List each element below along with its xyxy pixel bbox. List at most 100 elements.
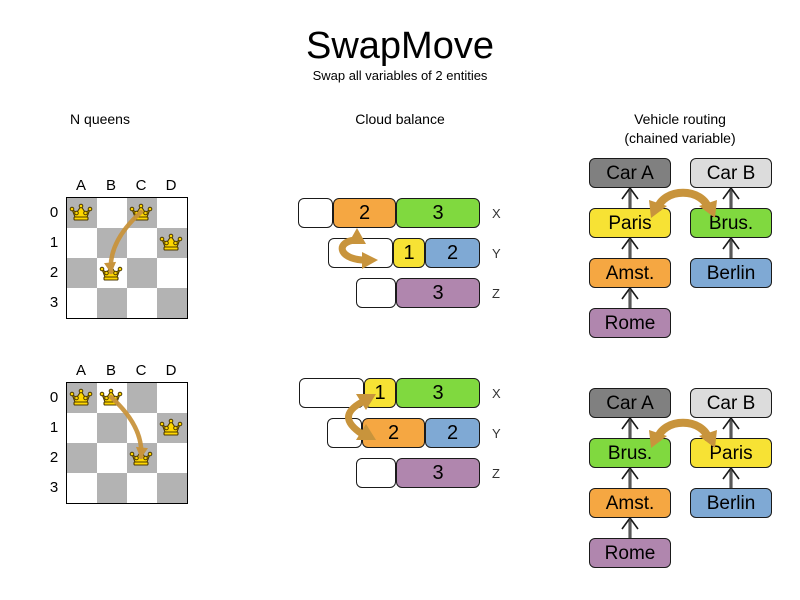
board-file-label-A: A: [75, 362, 86, 379]
board-rank-label-3: 3: [49, 294, 59, 311]
board-cell-C1[interactable]: [127, 413, 157, 443]
vrp-chain-arrow-left-1: [621, 238, 639, 258]
board-rank-label-2: 2: [49, 264, 59, 281]
cloud-free-capacity-Z[interactable]: [356, 278, 396, 308]
board-cell-A3[interactable]: [67, 288, 97, 318]
vrp-node-left-0[interactable]: Car A: [589, 158, 671, 188]
vrp-chain-arrow-right-1: [722, 238, 740, 258]
board-rank-label-1: 1: [49, 419, 59, 436]
board-cell-D1[interactable]: [157, 413, 187, 443]
cloud-process-X-1[interactable]: 2: [333, 198, 396, 228]
board-rank-label-1: 1: [49, 234, 59, 251]
board-cell-C1[interactable]: [127, 228, 157, 258]
board-cell-B1[interactable]: [97, 413, 127, 443]
board-cell-B2[interactable]: [97, 443, 127, 473]
cloud-process-X-1[interactable]: 1: [364, 378, 396, 408]
board-cell-D2[interactable]: [157, 443, 187, 473]
cloud-computer-row-Z: 3: [356, 278, 480, 308]
board-cell-A1[interactable]: [67, 228, 97, 258]
board-cell-B3[interactable]: [97, 288, 127, 318]
board-cell-B2[interactable]: [97, 258, 127, 288]
vrp-node-right-0[interactable]: Car B: [690, 388, 772, 418]
cloud-process-Y-1[interactable]: 1: [393, 238, 425, 268]
board-cell-B0[interactable]: [97, 198, 127, 228]
cloud-process-Z-1[interactable]: 3: [396, 458, 480, 488]
vrp-node-left-1[interactable]: Brus.: [589, 438, 671, 468]
column-heading-cloud-balance: Cloud balance: [355, 111, 445, 127]
vrp-chain-arrow-right-0: [722, 188, 740, 208]
column-heading-nqueens: N queens: [70, 111, 130, 127]
cloud-row-label-Y: Y: [492, 426, 501, 441]
cloud-free-capacity-Y[interactable]: [328, 238, 393, 268]
vrp-chain-arrow-left-1: [621, 468, 639, 488]
vrp-node-right-1[interactable]: Brus.: [690, 208, 772, 238]
cloud-row-label-Z: Z: [492, 466, 500, 481]
vrp-node-left-3[interactable]: Rome: [589, 308, 671, 338]
vrp-node-right-0[interactable]: Car B: [690, 158, 772, 188]
cloud-free-capacity-Y[interactable]: [327, 418, 362, 448]
board-cell-D3[interactable]: [157, 473, 187, 503]
vrp-node-left-2[interactable]: Amst.: [589, 488, 671, 518]
cloud-row-label-Z: Z: [492, 286, 500, 301]
board-cell-D3[interactable]: [157, 288, 187, 318]
board-file-label-B: B: [105, 177, 116, 194]
board-cell-A0[interactable]: [67, 198, 97, 228]
page-subtitle: Swap all variables of 2 entities: [312, 68, 488, 83]
cloud-process-X-2[interactable]: 3: [396, 378, 480, 408]
vrp-heading-line2: (chained variable): [624, 130, 736, 146]
cloud-computer-row-Z: 3: [356, 458, 480, 488]
cloud-free-capacity-X[interactable]: [298, 198, 333, 228]
board-file-label-C: C: [135, 177, 147, 194]
cloud-free-capacity-X[interactable]: [299, 378, 364, 408]
board-cell-D1[interactable]: [157, 228, 187, 258]
cloud-row-label-Y: Y: [492, 246, 501, 261]
board-rank-label-0: 0: [49, 389, 59, 406]
board-cell-D2[interactable]: [157, 258, 187, 288]
board-cell-C0[interactable]: [127, 198, 157, 228]
vrp-node-left-0[interactable]: Car A: [589, 388, 671, 418]
board-file-label-C: C: [135, 362, 147, 379]
vrp-node-right-2[interactable]: Berlin: [690, 488, 772, 518]
board-cell-D0[interactable]: [157, 383, 187, 413]
cloud-process-Y-1[interactable]: 2: [362, 418, 425, 448]
board-cell-C3[interactable]: [127, 288, 157, 318]
vrp-chain-arrow-left-2: [621, 518, 639, 538]
board-cell-C2[interactable]: [127, 258, 157, 288]
cloud-process-Y-2[interactable]: 2: [425, 418, 480, 448]
cloud-row-label-X: X: [492, 206, 501, 221]
board-cell-A0[interactable]: [67, 383, 97, 413]
board-file-label-B: B: [105, 362, 116, 379]
vrp-node-right-2[interactable]: Berlin: [690, 258, 772, 288]
page-title: SwapMove: [306, 25, 494, 67]
board-cell-D0[interactable]: [157, 198, 187, 228]
board-cell-C0[interactable]: [127, 383, 157, 413]
cloud-process-Z-1[interactable]: 3: [396, 278, 480, 308]
board-cell-A2[interactable]: [67, 443, 97, 473]
vrp-node-left-2[interactable]: Amst.: [589, 258, 671, 288]
board-cell-C3[interactable]: [127, 473, 157, 503]
board-cell-A3[interactable]: [67, 473, 97, 503]
vrp-node-right-1[interactable]: Paris: [690, 438, 772, 468]
vrp-chain-arrow-right-1: [722, 468, 740, 488]
cloud-process-X-2[interactable]: 3: [396, 198, 480, 228]
board-cell-A2[interactable]: [67, 258, 97, 288]
cloud-row-label-X: X: [492, 386, 501, 401]
cloud-process-Y-2[interactable]: 2: [425, 238, 480, 268]
board-cell-B3[interactable]: [97, 473, 127, 503]
vrp-heading-line1: Vehicle routing: [634, 111, 726, 127]
vrp-node-left-3[interactable]: Rome: [589, 538, 671, 568]
vrp-node-left-1[interactable]: Paris: [589, 208, 671, 238]
cloud-free-capacity-Z[interactable]: [356, 458, 396, 488]
vrp-chain-arrow-left-0: [621, 188, 639, 208]
board-cell-C2[interactable]: [127, 443, 157, 473]
board-cell-B1[interactable]: [97, 228, 127, 258]
board-cell-B0[interactable]: [97, 383, 127, 413]
board-cell-A1[interactable]: [67, 413, 97, 443]
